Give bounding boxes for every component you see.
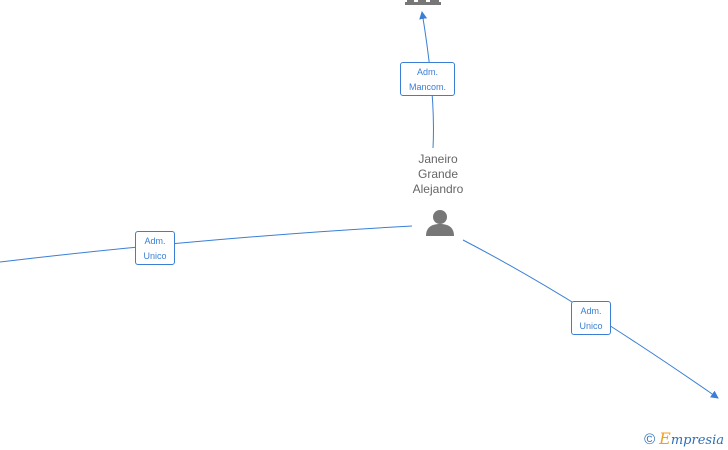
person-name[interactable]: Janeiro Grande Alejandro [388, 152, 488, 197]
person-name-line-1: Janeiro [418, 152, 458, 166]
edge-label-right[interactable]: Adm. Unico [571, 301, 611, 335]
person-icon[interactable] [426, 210, 454, 236]
edge-label-right-line-2: Unico [579, 321, 603, 331]
edge-label-top-line-2: Mancom. [408, 82, 446, 92]
brand-logo-initial: E [659, 429, 671, 448]
edge-label-left-line-1: Adm. [144, 236, 166, 246]
edge-label-top[interactable]: Adm. Mancom. [400, 62, 455, 96]
edge-label-right-line-1: Adm. [580, 306, 602, 316]
person-name-line-2: Grande [417, 167, 459, 181]
edge-label-top-line-1: Adm. [416, 67, 438, 77]
building-icon[interactable] [405, 0, 441, 5]
brand-logo[interactable]: Empresia [659, 429, 724, 448]
brand-footer: © Empresia [644, 429, 724, 448]
edge-label-left-line-2: Unico [143, 251, 167, 261]
edge-label-left[interactable]: Adm. Unico [135, 231, 175, 265]
brand-logo-rest: mpresia [670, 433, 724, 448]
edge-line-left [0, 225, 413, 263]
copyright-icon: © [644, 431, 656, 448]
person-name-line-3: Alejandro [412, 182, 464, 196]
